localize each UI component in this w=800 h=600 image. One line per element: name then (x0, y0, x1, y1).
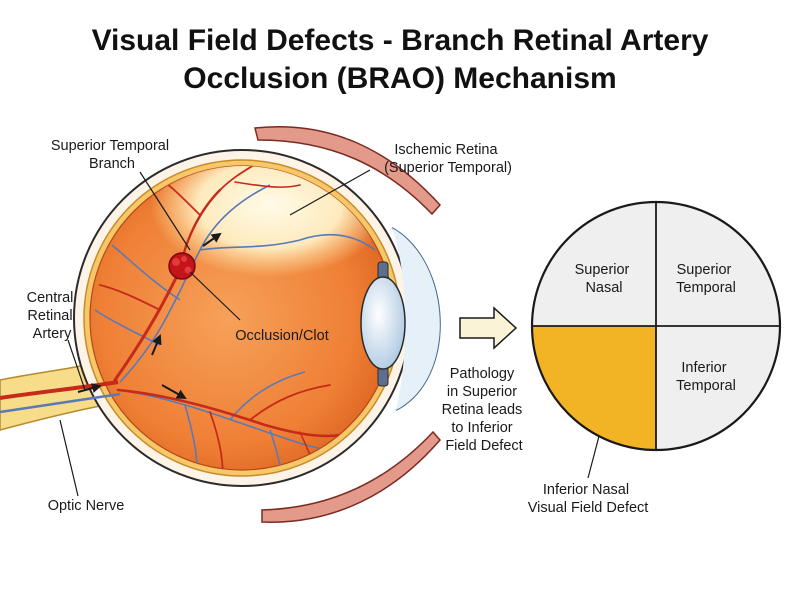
cornea-fill (392, 228, 440, 410)
label-ischemic-retina: Ischemic Retina (Superior Temporal) (384, 142, 512, 176)
central-retinal-vein-trunk (0, 392, 121, 414)
label-line: Central (27, 290, 74, 306)
label-line: to Inferior (451, 420, 512, 436)
label-line: Superior (677, 262, 732, 278)
label-line: in Superior (447, 384, 517, 400)
label-line: Retina leads (442, 402, 523, 418)
label-line: Nasal (585, 280, 622, 296)
occlusion-clot (168, 252, 196, 280)
label-line: Visual Field Defect (528, 500, 649, 516)
label-superior-nasal: Superior Nasal (575, 262, 634, 296)
label-pathology-note: Pathology in Superior Retina leads to In… (442, 366, 527, 454)
visual-field-chart (530, 200, 782, 452)
quadrant-inferior-nasal-defect (532, 326, 656, 450)
quadrant-superior-nasal (532, 202, 656, 326)
retinal-veins (94, 184, 376, 470)
retinal-arteries (99, 166, 357, 470)
label-line: Artery (33, 326, 72, 342)
flow-arrows (77, 232, 222, 399)
label-occlusion: Occlusion/Clot (235, 328, 328, 344)
label-line: Field Defect (445, 438, 522, 454)
label-line: Inferior Nasal (543, 482, 629, 498)
label-line: Retinal (27, 308, 72, 324)
label-line: Optic Nerve (48, 498, 125, 514)
label-superior-temporal: Superior Temporal (676, 262, 736, 296)
label-line: (Superior Temporal) (384, 160, 512, 176)
label-inferior-temporal: Inferior Temporal (676, 360, 736, 394)
label-line: Temporal (676, 378, 736, 394)
label-central-retinal-artery: Central Retinal Artery (27, 290, 78, 342)
label-inferior-nasal-defect: Inferior Nasal Visual Field Defect (528, 482, 649, 516)
label-line: Superior Temporal (51, 138, 169, 154)
title-line-2: Occlusion (BRAO) Mechanism (183, 62, 617, 95)
label-line: Occlusion/Clot (235, 328, 328, 344)
label-optic-nerve: Optic Nerve (48, 498, 125, 514)
label-line: Ischemic Retina (394, 142, 498, 158)
quadrant-inferior-temporal (656, 326, 780, 450)
title-line-1: Visual Field Defects - Branch Retinal Ar… (91, 24, 709, 57)
label-superior-temporal-branch: Superior Temporal Branch (51, 138, 173, 172)
superior-muscle (254, 126, 442, 216)
transition-arrow (459, 306, 518, 350)
label-line: Branch (89, 156, 135, 172)
lens (360, 276, 406, 370)
page-title: Visual Field Defects - Branch Retinal Ar… (0, 22, 800, 98)
label-line: Superior (575, 262, 630, 278)
label-line: Temporal (676, 280, 736, 296)
label-line: Pathology (450, 366, 515, 382)
quadrant-superior-temporal (656, 202, 780, 326)
label-line: Inferior (681, 360, 726, 376)
central-retinal-artery-trunk (0, 380, 119, 400)
inferior-muscle (261, 430, 441, 523)
